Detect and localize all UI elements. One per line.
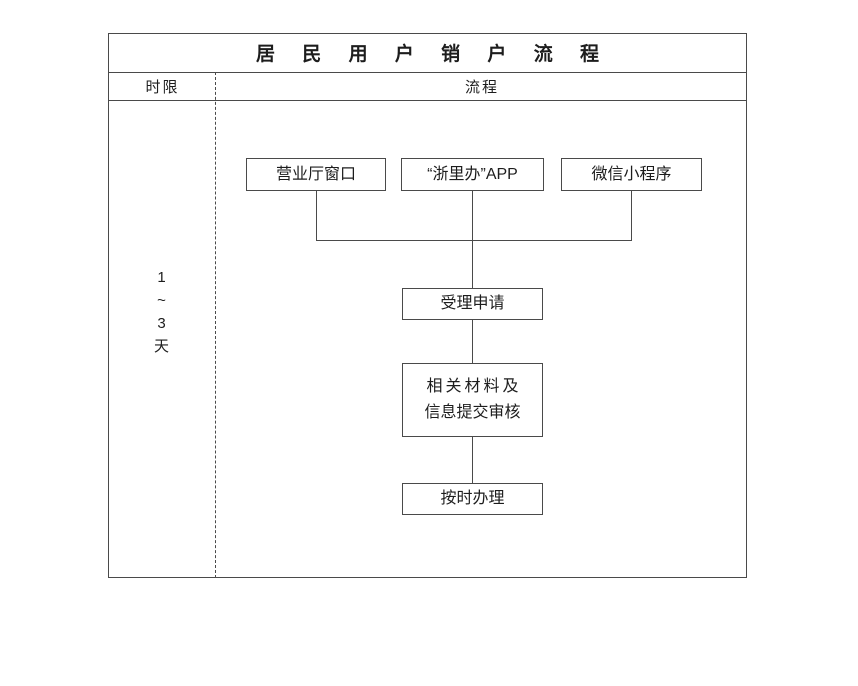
step-label-line1: 相关材料及 [426,378,522,396]
connector-merge-horizontal [316,240,632,241]
channel-label: 微信小程序 [591,165,672,183]
channel-label: “浙里办”APP [427,165,518,183]
time-limit-line: 3 [157,314,166,332]
connector-materials-to-finish [472,437,473,483]
step-box-materials-review: 相关材料及 信息提交审核 [402,363,543,437]
step-label: 受理申请 [440,295,505,313]
column-header-time-limit: 时限 [145,78,180,96]
header-row-divider [108,100,747,101]
step-label-line2: 信息提交审核 [424,404,521,421]
channel-box-zheliban-app: “浙里办”APP [401,158,544,191]
time-limit-line: 天 [153,337,169,355]
step-label: 按时办理 [440,490,505,508]
channel-box-wechat-miniprogram: 微信小程序 [561,158,702,191]
time-limit-line: 1 [157,268,166,286]
time-limit-value: 1 ~ 3 天 [108,252,215,372]
connector-center-drop [472,191,473,288]
time-column-dashed-divider [215,72,216,578]
connector-left-drop [316,191,317,240]
channel-box-business-hall: 营业厅窗口 [246,158,386,191]
step-box-handle-on-time: 按时办理 [402,483,543,515]
title-row-divider [108,72,747,73]
column-header-process: 流程 [464,78,499,96]
channel-label: 营业厅窗口 [275,165,356,183]
time-limit-line: ~ [157,291,166,309]
step-box-accept-application: 受理申请 [402,288,543,320]
connector-right-drop [631,191,632,240]
page-title: 居 民 用 户 销 户 流 程 [256,44,610,65]
connector-accept-to-materials [472,320,473,363]
